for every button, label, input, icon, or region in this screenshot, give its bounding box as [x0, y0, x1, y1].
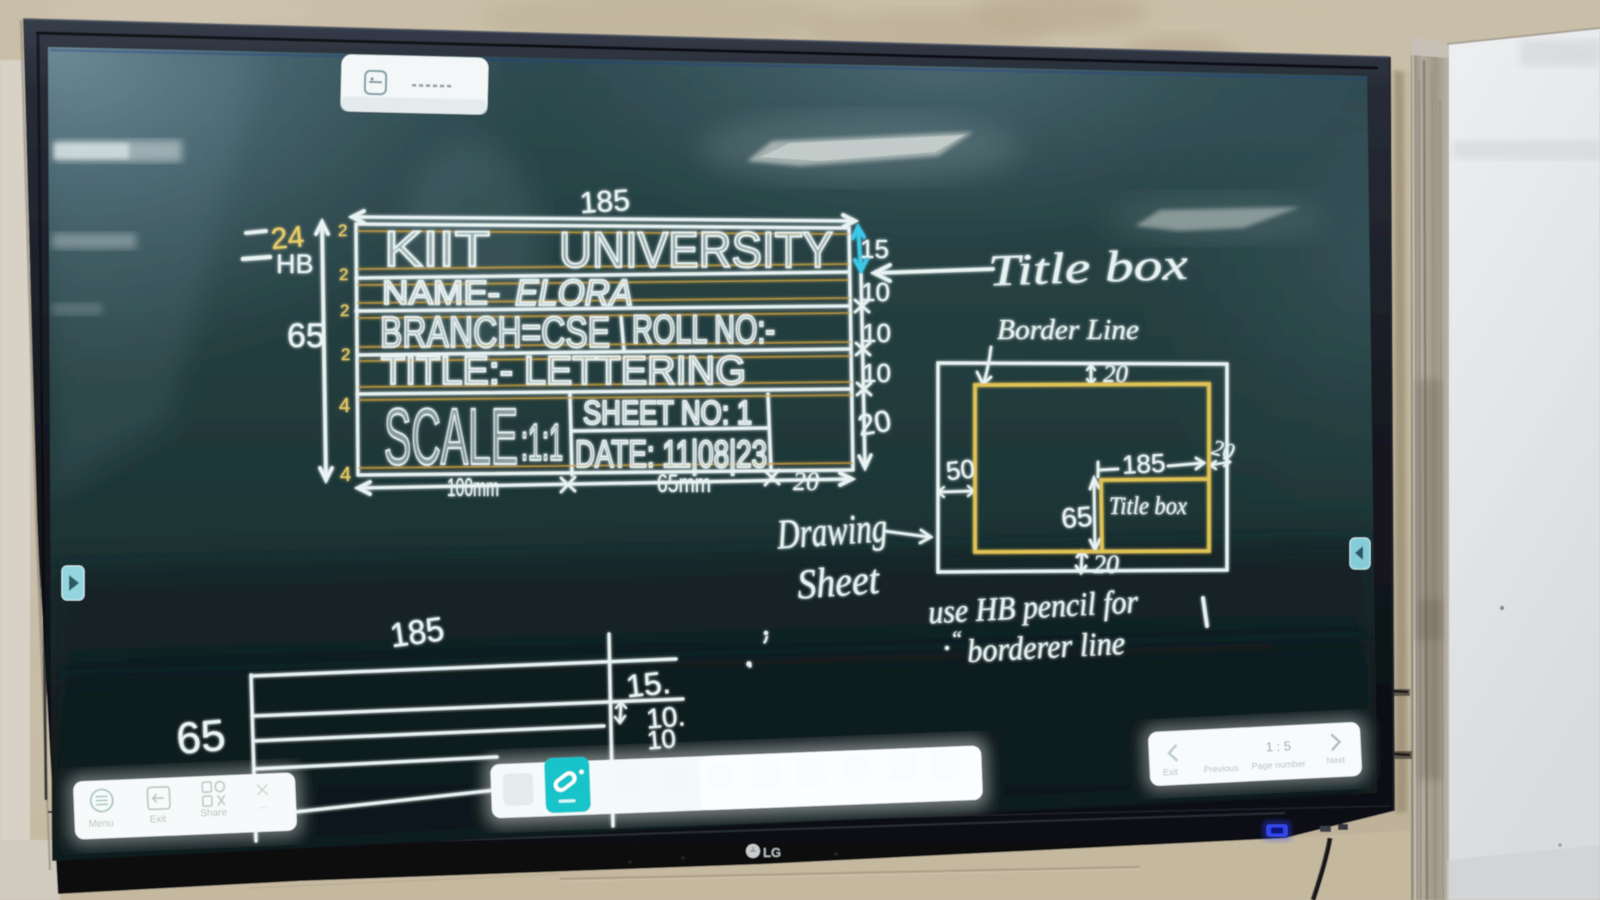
svg-text:15.: 15. — [624, 664, 672, 704]
svg-text:⋯: ⋯ — [258, 803, 268, 814]
svg-text:“: “ — [950, 626, 962, 651]
svg-text:185: 185 — [579, 184, 631, 220]
svg-text:2: 2 — [341, 345, 350, 364]
svg-text:Exit: Exit — [1163, 767, 1179, 778]
svg-text:1 : 5: 1 : 5 — [1265, 738, 1291, 754]
svg-text:65: 65 — [287, 317, 325, 355]
svg-text:NAME-: NAME- — [382, 274, 500, 311]
svg-text:10: 10 — [862, 318, 891, 348]
svg-text:KIIT: KIIT — [384, 221, 490, 277]
svg-text:UNIVERSITY: UNIVERSITY — [559, 222, 833, 278]
svg-text:2: 2 — [339, 265, 348, 284]
svg-text:Drawing: Drawing — [775, 505, 889, 559]
svg-text:185: 185 — [388, 610, 447, 655]
svg-text:Title box: Title box — [987, 240, 1189, 296]
svg-text:Share: Share — [200, 807, 228, 819]
svg-text:4: 4 — [340, 464, 351, 486]
svg-text:20: 20 — [793, 467, 819, 496]
svg-text:15: 15 — [860, 234, 889, 264]
svg-text:20: 20 — [855, 405, 894, 443]
svg-text:Menu: Menu — [89, 818, 114, 830]
svg-text:185: 185 — [1121, 448, 1166, 480]
svg-text:Border Line: Border Line — [997, 314, 1139, 346]
svg-text:50: 50 — [944, 453, 976, 486]
svg-text:20: 20 — [1093, 550, 1119, 579]
svg-text:65mm: 65mm — [657, 470, 711, 498]
svg-text:65: 65 — [174, 711, 227, 764]
svg-text:24: 24 — [269, 220, 305, 256]
svg-text:HB: HB — [276, 249, 314, 279]
svg-text:Page number: Page number — [1251, 759, 1305, 772]
svg-text:20: 20 — [1103, 361, 1129, 388]
svg-text:Previous: Previous — [1204, 763, 1240, 775]
svg-text:borderer line: borderer line — [966, 626, 1126, 670]
svg-text:LG: LG — [763, 845, 781, 860]
svg-text:Title box: Title box — [1109, 493, 1187, 520]
svg-text::1:1: :1:1 — [521, 414, 563, 472]
svg-text:DATE: 11|08|23: DATE: 11|08|23 — [575, 434, 767, 476]
svg-text:SHEET NO: 1: SHEET NO: 1 — [583, 394, 752, 431]
svg-text:Next: Next — [1326, 755, 1345, 766]
svg-text:Exit: Exit — [149, 814, 166, 826]
svg-text:BRANCH=CSE: BRANCH=CSE — [380, 308, 610, 357]
svg-text:100mm: 100mm — [447, 474, 499, 502]
svg-text:4: 4 — [339, 395, 350, 417]
svg-text:65: 65 — [1060, 501, 1094, 535]
svg-text:SCALE: SCALE — [384, 392, 518, 481]
svg-text:ELORA: ELORA — [515, 272, 633, 313]
svg-text:ROLL NO:-: ROLL NO:- — [632, 308, 775, 352]
svg-text:2: 2 — [338, 221, 347, 240]
svg-text:10: 10 — [862, 358, 891, 388]
svg-text:2: 2 — [340, 301, 349, 320]
svg-text:10.: 10. — [645, 700, 686, 734]
svg-text:TITLE:- LETTERING: TITLE:- LETTERING — [381, 349, 746, 393]
svg-text:Sheet: Sheet — [796, 557, 882, 609]
